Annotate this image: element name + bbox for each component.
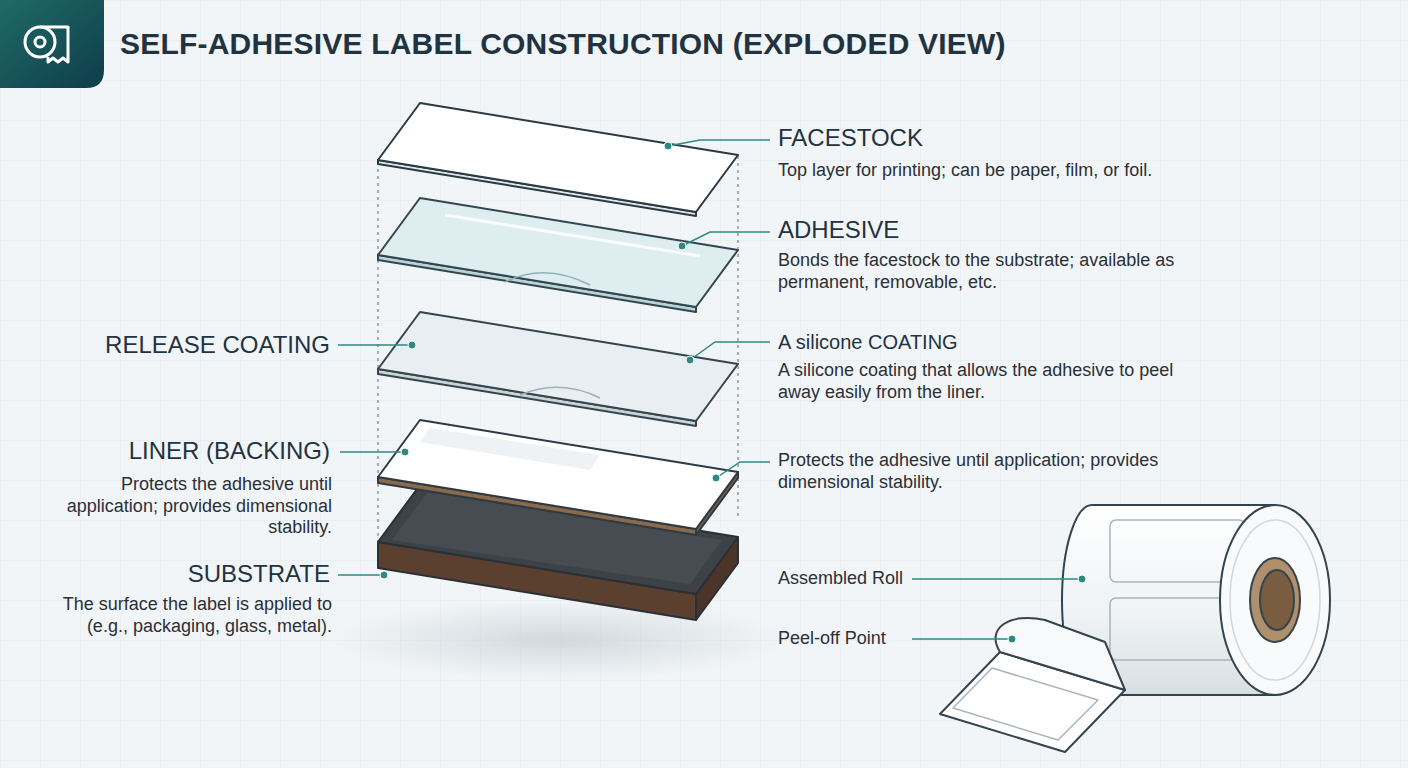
part-name: RELEASE COATING <box>40 331 330 360</box>
facestock-layer <box>378 103 738 216</box>
label-slot: Top layer for printing; can be paper, fi… <box>778 160 1358 182</box>
part-name: ADHESIVE <box>778 216 1198 245</box>
callout-label: Assembled Roll <box>778 568 908 590</box>
part-note: Top layer for printing; can be paper, fi… <box>778 160 1358 182</box>
part-name: LINER (BACKING) <box>40 437 330 466</box>
part-note: A silicone coating that allows the adhes… <box>778 360 1218 403</box>
label-slot: Assembled Roll <box>778 568 908 590</box>
part-note: Protects the adhesive until application;… <box>778 450 1163 493</box>
part-note: Bonds the facestock to the substrate; av… <box>778 250 1233 293</box>
part-note: The surface the label is applied to (e.g… <box>60 594 332 637</box>
part-name: FACESTOCK <box>778 124 1198 153</box>
release-coating-layer <box>378 312 738 426</box>
label-slot: LINER (BACKING) <box>40 437 330 466</box>
label-slot: Bonds the facestock to the substrate; av… <box>778 250 1233 293</box>
callout-label: Peel-off Point <box>778 628 908 650</box>
label-slot: Peel-off Point <box>778 628 908 650</box>
part-name: A silicone COATING <box>778 330 1198 354</box>
label-slot: SUBSTRATE <box>40 560 330 589</box>
adhesive-layer <box>378 198 738 312</box>
diagram-title: SELF-ADHESIVE LABEL CONSTRUCTION (EXPLOD… <box>120 26 1006 62</box>
label-slot: The surface the label is applied to (e.g… <box>60 594 332 637</box>
part-name: SUBSTRATE <box>40 560 330 589</box>
label-slot: A silicone coating that allows the adhes… <box>778 360 1218 403</box>
shadow <box>330 600 790 680</box>
liner-layer <box>378 420 738 535</box>
label-slot: ADHESIVE <box>778 216 1198 245</box>
title-slot: SELF-ADHESIVE LABEL CONSTRUCTION (EXPLOD… <box>120 26 1006 62</box>
label-slot: Protects the adhesive until application;… <box>778 450 1163 493</box>
part-note: Protects the adhesive until application;… <box>60 474 332 539</box>
label-slot: A silicone COATING <box>778 330 1198 354</box>
label-slot: FACESTOCK <box>778 124 1198 153</box>
label-slot: Protects the adhesive until application;… <box>60 474 332 539</box>
label-slot: RELEASE COATING <box>40 331 330 360</box>
roll-icon <box>0 0 104 88</box>
label-roll <box>940 505 1330 752</box>
